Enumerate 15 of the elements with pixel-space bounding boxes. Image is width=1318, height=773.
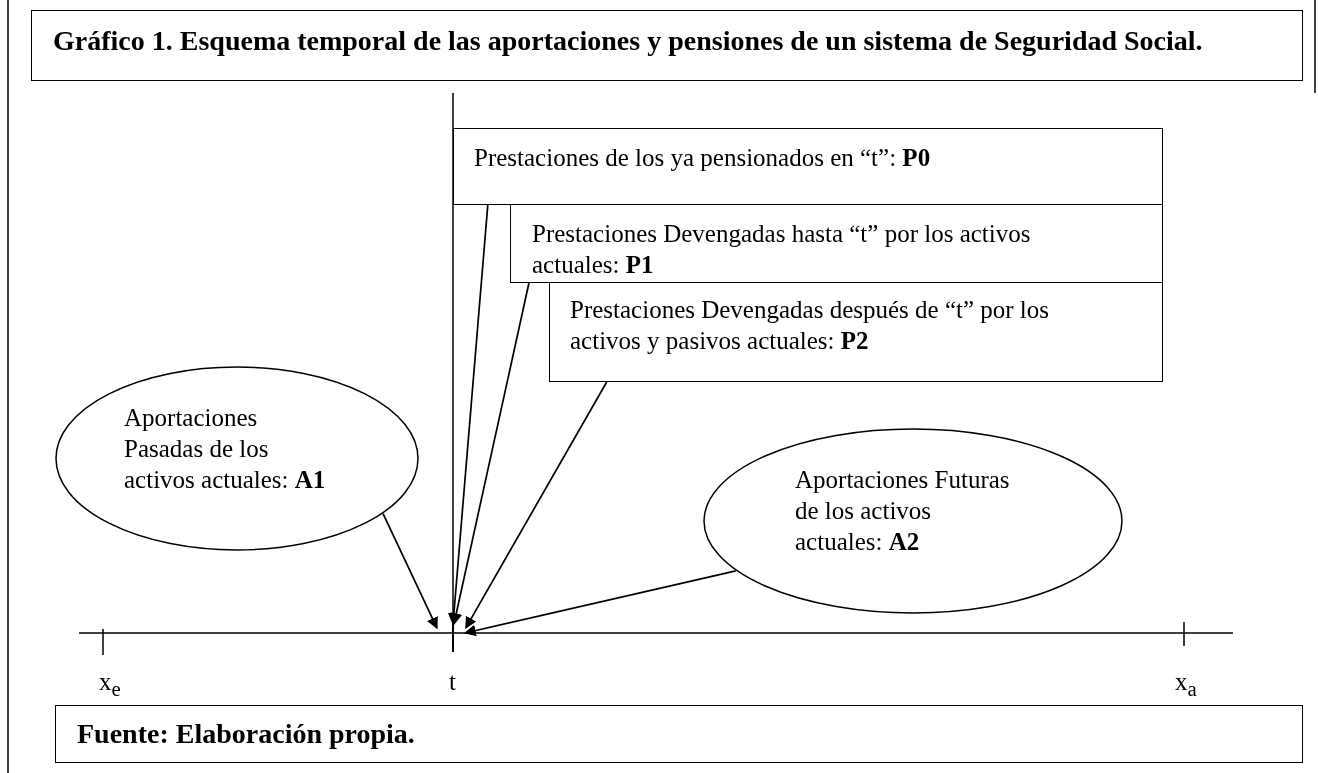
arrow [382,512,438,630]
arrow [450,282,530,626]
text-ellipse: Aportaciones Futuras de los activos actuales: A2 [703,428,1123,614]
text-box: Prestaciones Devengadas después de “t” por los activos y pasivos actuales: P2 [549,282,1163,382]
arrow [447,204,489,626]
axis-label: t [449,667,456,697]
arrow [464,381,608,629]
title: Gráfico 1. Esquema temporal de las aportaciones y pensiones de un sistema de Seguridad Social. [53,25,1203,57]
axis-label: x$_{e}$ [99,667,121,703]
axis-label: x$_{a}$ [1175,667,1197,703]
text-ellipse: Aportaciones Pasadas de los activos actuales: A1 [55,366,419,551]
arrow [464,570,737,637]
text-box: Prestaciones Devengadas hasta “t” por los activos actuales: P1 [510,204,1163,283]
text-box: Prestaciones de los ya pensionados en “t”: P0 [453,128,1163,205]
caption: Fuente: Elaboración propia. [77,718,415,750]
